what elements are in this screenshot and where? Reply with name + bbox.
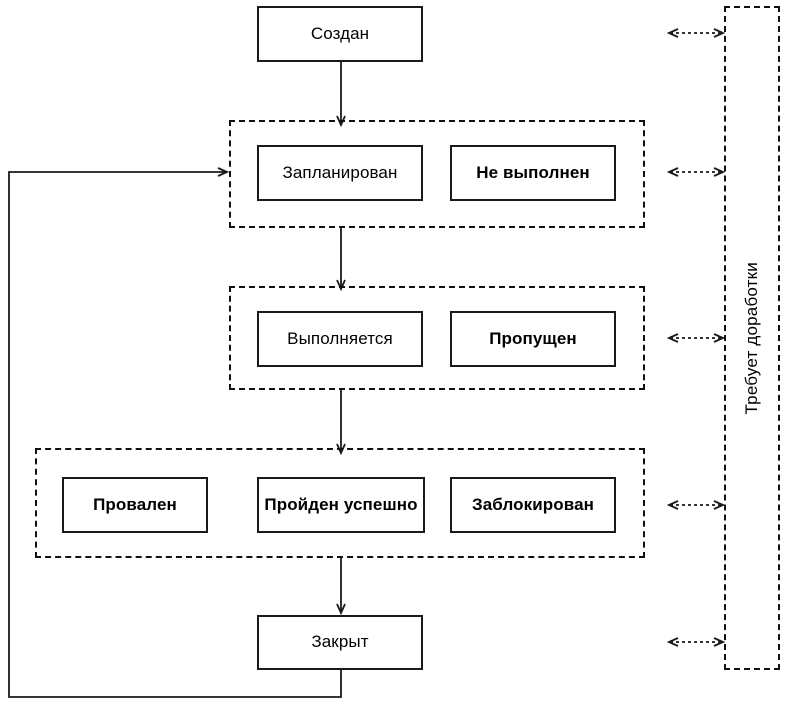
node-passed-label: Пройден успешно bbox=[264, 494, 418, 514]
group-in-progress bbox=[229, 286, 645, 390]
node-closed-label: Закрыт bbox=[311, 632, 369, 652]
node-in-progress-label: Выполняется bbox=[287, 328, 393, 348]
node-created-label: Создан bbox=[310, 23, 370, 43]
node-skipped[interactable]: Пропущен bbox=[450, 311, 616, 367]
node-not-executed-label: Не выполнен bbox=[476, 162, 590, 182]
node-failed-label: Провален bbox=[93, 494, 177, 514]
group-planned bbox=[229, 120, 645, 228]
node-blocked-label: Заблокирован bbox=[471, 494, 595, 514]
node-planned-label: Запланирован bbox=[282, 162, 398, 182]
node-created[interactable]: Создан bbox=[257, 6, 423, 62]
node-in-progress[interactable]: Выполняется bbox=[257, 311, 423, 367]
group-rework-label: Требует доработки bbox=[742, 261, 761, 415]
node-failed[interactable]: Провален bbox=[62, 477, 208, 533]
node-passed[interactable]: Пройден успешно bbox=[257, 477, 425, 533]
node-blocked[interactable]: Заблокирован bbox=[450, 477, 616, 533]
node-not-executed[interactable]: Не выполнен bbox=[450, 145, 616, 201]
group-rework[interactable]: Требует доработки bbox=[724, 6, 780, 670]
node-closed[interactable]: Закрыт bbox=[257, 615, 423, 670]
node-planned[interactable]: Запланирован bbox=[257, 145, 423, 201]
node-skipped-label: Пропущен bbox=[489, 328, 577, 348]
group-result bbox=[35, 448, 645, 558]
